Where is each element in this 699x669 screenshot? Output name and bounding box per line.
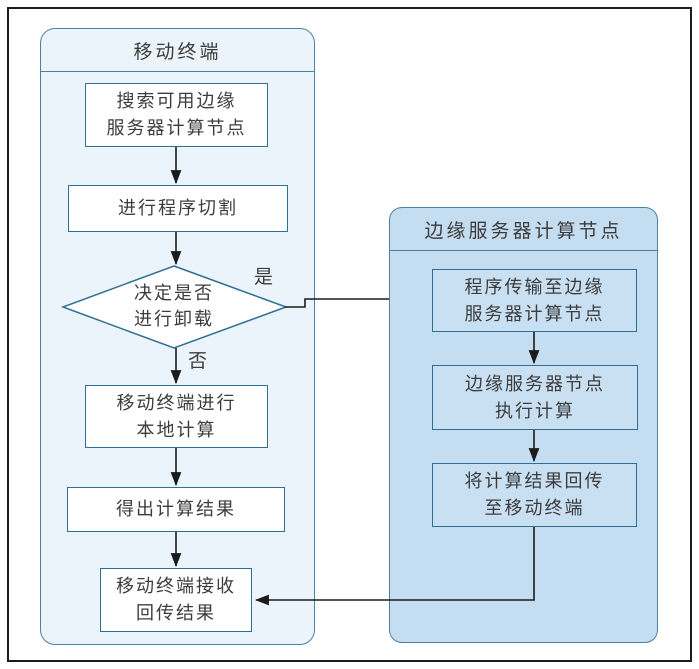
node-search-edge-nodes: 搜索可用边缘 服务器计算节点 xyxy=(85,83,268,147)
node-local-compute: 移动终端进行 本地计算 xyxy=(85,385,268,448)
lane-mobile-terminal-title: 移动终端 xyxy=(41,29,314,72)
node-return-result: 将计算结果回传 至移动终端 xyxy=(432,463,637,527)
node-offload-decision-label: 决定是否 进行卸载 xyxy=(134,282,214,330)
node-compute-result: 得出计算结果 xyxy=(67,487,285,532)
lane-edge-server-title: 边缘服务器计算节点 xyxy=(390,208,657,251)
node-transfer-program: 程序传输至边缘 服务器计算节点 xyxy=(432,269,637,332)
figure-frame xyxy=(7,7,692,662)
edge-label-yes: 是 xyxy=(254,266,274,288)
node-program-partition: 进行程序切割 xyxy=(68,185,288,232)
edge-label-no: 否 xyxy=(188,350,208,372)
node-receive-result: 移动终端接收 回传结果 xyxy=(100,568,252,632)
node-execute-compute: 边缘服务器节点 执行计算 xyxy=(432,365,638,430)
